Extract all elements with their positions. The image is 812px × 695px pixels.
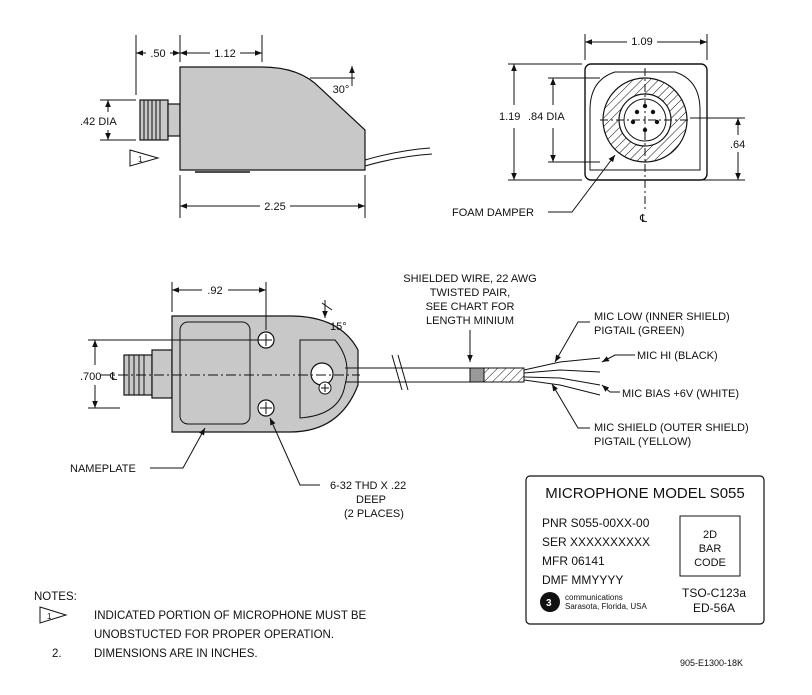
- dim-050: .50: [150, 48, 165, 60]
- shielded-wire-4: LENGTH MINIUM: [426, 315, 514, 327]
- note-2: 2. DIMENSIONS ARE IN INCHES.: [34, 645, 366, 664]
- nameplate-mfr: MFR 06141: [542, 554, 605, 568]
- mic-body-bottom: [171, 315, 359, 433]
- notes-block: NOTES: INDICATED PORTION OF MICROPHONE M…: [34, 588, 366, 664]
- dim-064: .64: [730, 139, 745, 151]
- flag-number: 1: [138, 155, 143, 164]
- dim-225: 2.25: [264, 201, 285, 213]
- barcode-line-3: CODE: [694, 557, 726, 569]
- dim-15deg: 15°: [330, 321, 347, 333]
- mic-shield-2: PIGTAIL (YELLOW): [594, 436, 691, 448]
- side-view: .50 1.12 30° .42 DIA 1 2.25: [80, 35, 433, 218]
- centerline-bottom: ℄: [109, 371, 117, 383]
- dim-084: .84 DIA: [528, 111, 565, 123]
- logo-line-2: Sarasota, Florida, USA: [565, 602, 647, 611]
- barcode-line-1: 2D: [703, 529, 717, 541]
- notes-heading: NOTES:: [34, 591, 77, 603]
- logo-line-1: communications: [565, 593, 623, 602]
- nameplate-ser: SER XXXXXXXXXX: [542, 535, 650, 549]
- dim-112: 1.12: [214, 48, 235, 60]
- thread-line-3: (2 PLACES): [344, 508, 404, 520]
- centerline-end: ℄: [639, 213, 647, 225]
- connector-side: [139, 99, 169, 141]
- mic-bias: MIC BIAS +6V (WHITE): [622, 388, 739, 400]
- mic-low-2: PIGTAIL (GREEN): [594, 325, 684, 337]
- nameplate-pnr: PNR S055-00XX-00: [542, 516, 650, 530]
- nameplate-box: MICROPHONE MODEL S055 PNR S055-00XX-00 S…: [525, 475, 765, 625]
- thread-line-1: 6-32 THD X .22: [330, 480, 406, 492]
- nameplate-tso: TSO-C123a: [682, 586, 746, 600]
- dim-30deg: 30°: [333, 84, 350, 96]
- shielded-wire-3: SEE CHART FOR: [426, 301, 515, 313]
- nameplate-dmf: DMF MMYYYY: [542, 573, 623, 587]
- shielded-wire-2: TWISTED PAIR,: [430, 287, 510, 299]
- note-2-number: 2.: [52, 648, 62, 660]
- note-flag-triangle: [39, 606, 68, 624]
- note-1-line-2: UNOBSTUCTED FOR PROPER OPERATION.: [94, 629, 335, 641]
- nameplate-title: MICROPHONE MODEL S055: [545, 485, 745, 502]
- dim-0700: .700: [80, 371, 101, 383]
- barcode-line-2: BAR: [699, 543, 722, 555]
- thread-line-2: DEEP: [356, 494, 386, 506]
- note-1-line-1: INDICATED PORTION OF MICROPHONE MUST BE: [94, 610, 367, 622]
- mic-low-1: MIC LOW (INNER SHIELD): [594, 311, 730, 323]
- label-nameplate: NAMEPLATE: [70, 463, 136, 475]
- dim-119: 1.19: [499, 111, 520, 123]
- end-view: 1.09 1.19 .84 DIA .64 FOAM DAMPER ℄: [452, 34, 745, 225]
- dim-109: 1.09: [631, 36, 652, 48]
- shielded-wire-1: SHIELDED WIRE, 22 AWG: [403, 273, 536, 285]
- label-foam-damper: FOAM DAMPER: [452, 207, 534, 219]
- drawing-reference: 905-E1300-18K: [680, 658, 744, 668]
- dim-092: .92: [207, 285, 222, 297]
- note-flag-number: 1: [47, 612, 52, 621]
- mic-shield-1: MIC SHIELD (OUTER SHIELD): [594, 422, 749, 434]
- dim-042: .42 DIA: [80, 116, 117, 128]
- svg-text:3: 3: [546, 598, 552, 609]
- flag-triangle: [129, 149, 160, 167]
- barcode-box: [679, 515, 741, 577]
- nameplate-ed: ED-56A: [693, 601, 735, 615]
- mic-hi: MIC HI (BLACK): [637, 350, 718, 362]
- bottom-view: .92 15° .700 ℄ NAMEPLATE 6-32 THD X .22 …: [70, 273, 749, 520]
- l3-logo: 3: [540, 592, 560, 612]
- mic-body-side: [179, 66, 366, 171]
- note-2-text: DIMENSIONS ARE IN INCHES.: [94, 648, 258, 660]
